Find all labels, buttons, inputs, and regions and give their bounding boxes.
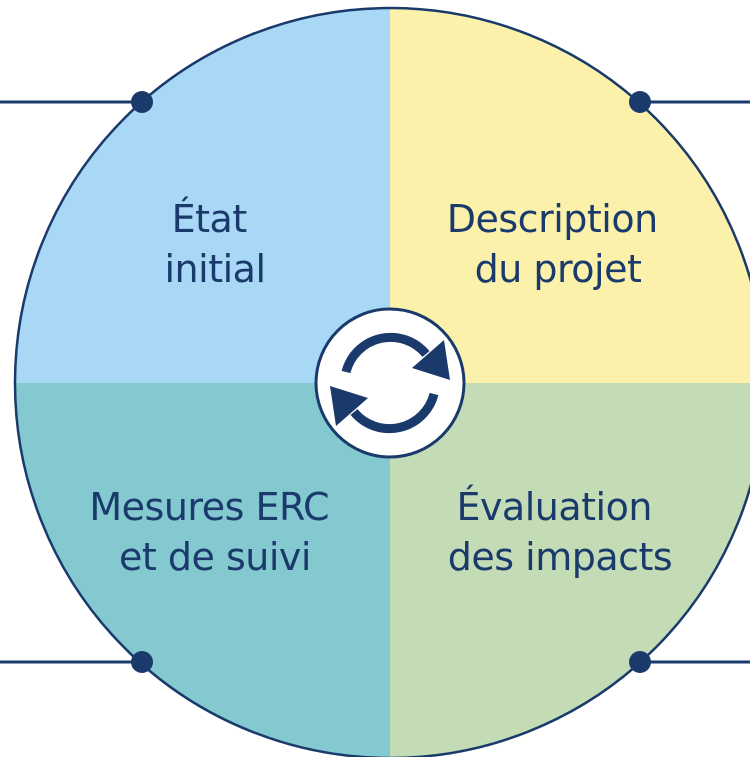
- label-etat-initial-line-1: État: [172, 197, 247, 241]
- connector-lines: [0, 100, 750, 664]
- connector-dot-top-right: [629, 91, 651, 113]
- label-etat-initial-line-2: initial: [165, 247, 266, 291]
- label-description-line-1: Description: [447, 197, 658, 241]
- connector-dot-top-left: [131, 91, 153, 113]
- circle-outline: [13, 6, 750, 757]
- cycle-arrowhead-right: [412, 340, 450, 380]
- cycle-arrowhead-left: [330, 386, 368, 426]
- label-mesures-line-2: et de suivi: [119, 535, 311, 579]
- quadrant-evaluation-des-impacts: [390, 383, 750, 757]
- label-description-du-projet: Description du projet: [447, 197, 670, 291]
- quadrant-description-du-projet: [390, 8, 750, 383]
- center-circle: [314, 307, 466, 459]
- quadrant-mesures-erc: [15, 383, 390, 757]
- cycle-arrow-upper: [341, 332, 430, 374]
- label-evaluation-line-2: des impacts: [448, 535, 672, 579]
- center-badge: [314, 307, 466, 459]
- label-mesures-line-1: Mesures ERC: [89, 485, 329, 529]
- quadrant-labels: État initial Description du projet Évalu…: [89, 197, 672, 579]
- label-etat-initial: État initial: [165, 197, 266, 291]
- cycle-arrow-lower: [350, 392, 439, 434]
- label-evaluation-line-1: Évaluation: [456, 485, 652, 529]
- connector-dot-bottom-left: [131, 651, 153, 673]
- label-mesures-erc: Mesures ERC et de suivi: [89, 485, 340, 579]
- connector-dot-bottom-right: [629, 651, 651, 673]
- quadrants: [15, 8, 750, 757]
- label-description-line-2: du projet: [475, 247, 642, 291]
- quadrant-etat-initial: [15, 8, 390, 383]
- connector-dots: [131, 91, 651, 673]
- label-evaluation-des-impacts: Évaluation des impacts: [448, 485, 672, 579]
- cycle-arrows-icon: [330, 332, 450, 434]
